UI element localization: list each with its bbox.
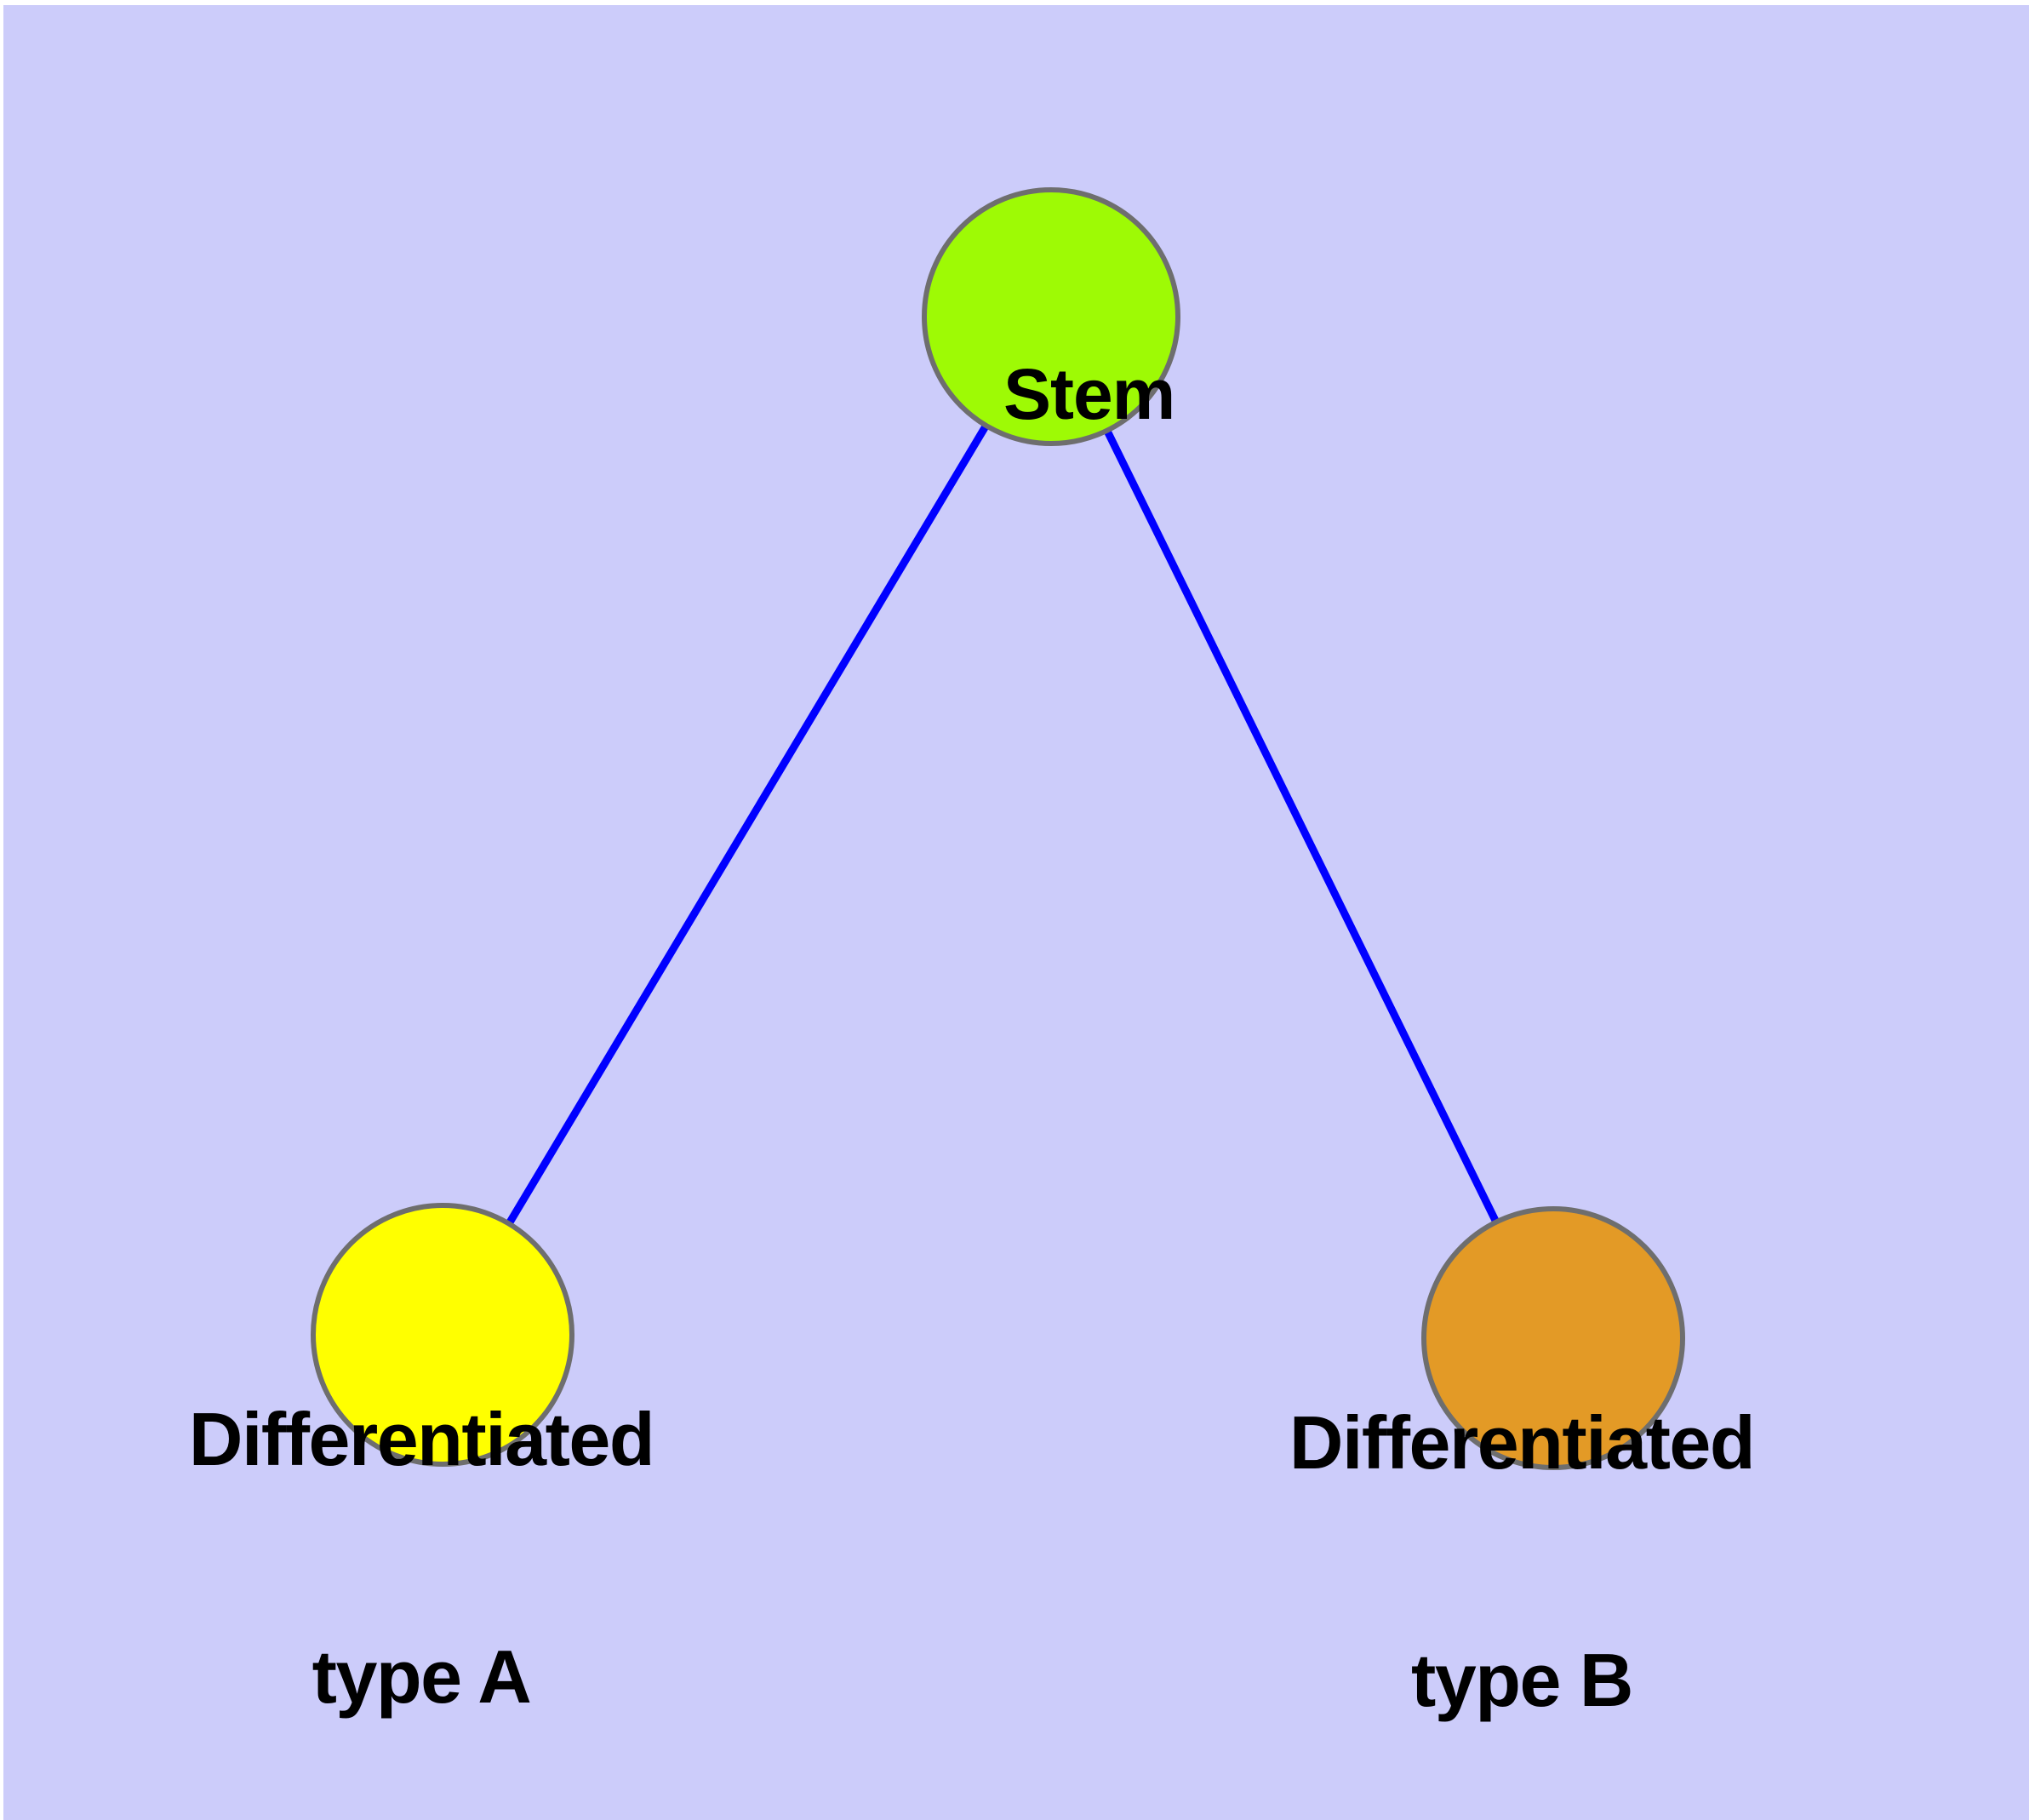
edges-layer — [439, 314, 1557, 1340]
edge-stem-to-diff-a — [439, 314, 1055, 1337]
nodes-layer — [311, 187, 1685, 1470]
node-differentiated-type-b[interactable] — [1421, 1206, 1685, 1470]
node-differentiated-type-a[interactable] — [311, 1203, 574, 1467]
edge-stem-to-diff-b — [1047, 315, 1557, 1340]
node-stem[interactable] — [922, 187, 1180, 446]
